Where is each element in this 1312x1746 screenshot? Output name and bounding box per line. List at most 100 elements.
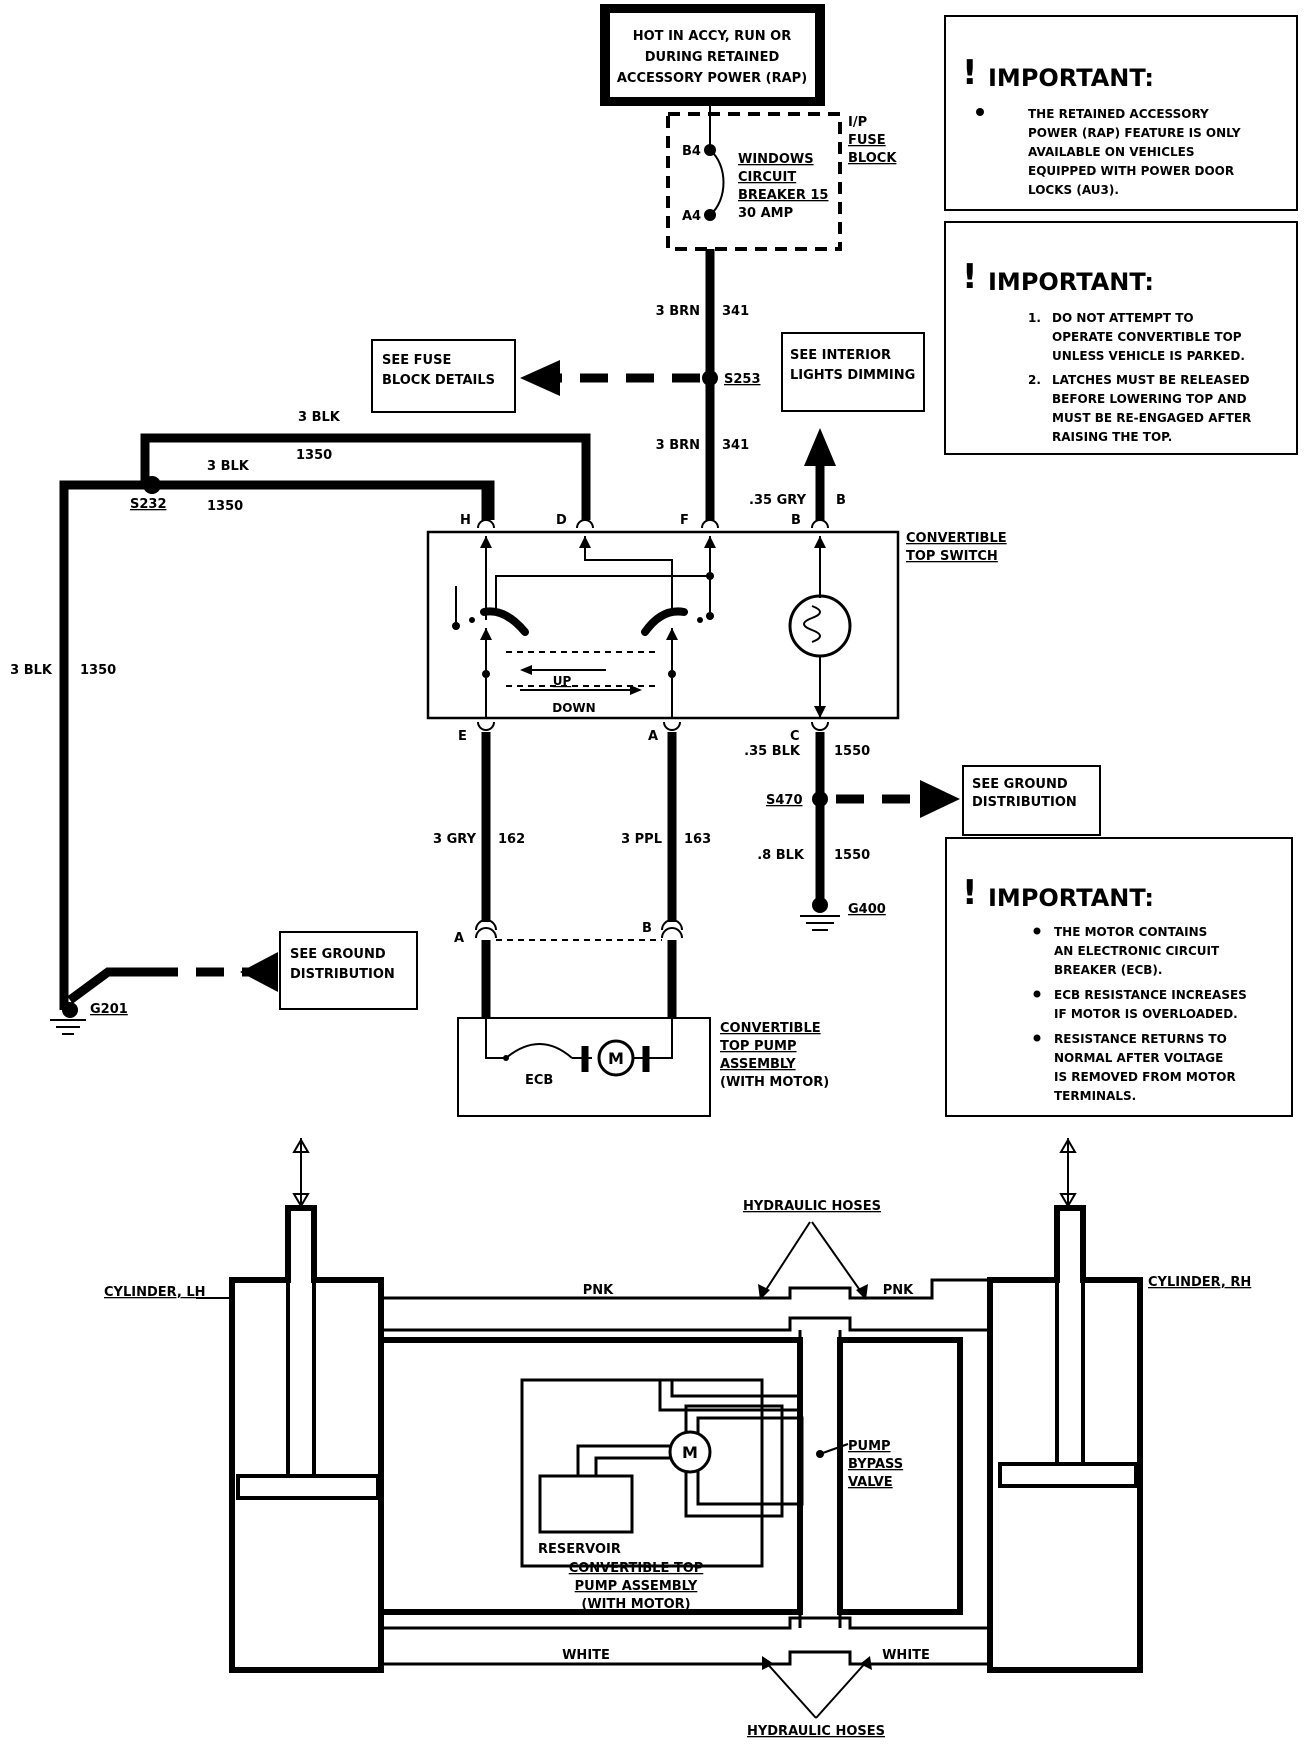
blk-8-num: 1550 [834, 848, 870, 863]
pin-d: D [556, 513, 567, 528]
convertible-top-switch: H D F B UP DOWN [426, 485, 1007, 744]
cylinder-rh-piston [998, 1462, 1138, 1488]
important-3-heading: IMPORTANT: [988, 884, 1154, 912]
svg-text:IF MOTOR IS OVERLOADED.: IF MOTOR IS OVERLOADED. [1054, 1007, 1238, 1021]
fuse-block-line-2: FUSE [848, 133, 886, 148]
svg-text:1.: 1. [1028, 311, 1041, 325]
ground-left-line-1: SEE GROUND [290, 947, 386, 962]
pin-b: B [791, 513, 801, 528]
svg-text:RAISING THE TOP.: RAISING THE TOP. [1052, 430, 1172, 444]
hoses-top-label: HYDRAULIC HOSES [743, 1199, 881, 1214]
pin-e: E [458, 729, 467, 744]
wire-blk-1550: .35 BLK 1550 .8 BLK 1550 S470 SEE GROUND… [744, 732, 1101, 931]
breaker-line-3: BREAKER 15 [738, 188, 828, 203]
pin-f: F [680, 513, 689, 528]
pump-pin-a: A [454, 931, 464, 946]
bypass-line-3: VALVE [848, 1475, 893, 1490]
svg-text:THE MOTOR CONTAINS: THE MOTOR CONTAINS [1054, 925, 1207, 939]
wire-gry-162: 3 GRY 162 [433, 732, 525, 922]
wire-ppl-163: 3 PPL 163 [621, 732, 711, 922]
important-1-heading: IMPORTANT: [988, 64, 1154, 92]
pump-ecb-label: ECB [525, 1073, 553, 1088]
splice-s232: S232 [130, 497, 167, 512]
important-box-3: ! IMPORTANT: THE MOTOR CONTAINS AN ELECT… [945, 837, 1293, 1117]
hydraulic-motor-label: M [682, 1443, 698, 1462]
reservoir-label: RESERVOIR [538, 1542, 621, 1557]
blk-left-num: 1350 [80, 663, 116, 678]
blk-lower-color: 3 BLK [207, 459, 250, 474]
important-box-2: ! IMPORTANT: 1. DO NOT ATTEMPT TO OPERAT… [944, 221, 1298, 455]
blk-c-color: .35 BLK [744, 744, 801, 759]
cylinder-lh-piston [236, 1474, 380, 1500]
switch-up-label: UP [553, 674, 572, 688]
svg-text:THE RETAINED ACCESSORY: THE RETAINED ACCESSORY [1028, 107, 1209, 121]
cylinder-rh-label: CYLINDER, RH [1148, 1275, 1251, 1290]
ppl163-color: 3 PPL [621, 832, 662, 847]
blk-lower-num: 1350 [207, 499, 243, 514]
important-3-excl: ! [962, 873, 978, 913]
important-2-heading: IMPORTANT: [988, 268, 1154, 296]
blk-left-color: 3 BLK [10, 663, 53, 678]
switch-title-1: CONVERTIBLE [906, 531, 1007, 546]
breaker-line-4: 30 AMP [738, 206, 793, 221]
pnk-right-label: PNK [883, 1283, 914, 1298]
pump-title-2: TOP PUMP [720, 1039, 797, 1054]
breaker-line-1: WINDOWS [738, 152, 814, 167]
pump-title-4: (WITH MOTOR) [720, 1075, 829, 1090]
ground-g201-label: G201 [90, 1002, 128, 1017]
svg-text:OPERATE CONVERTIBLE TOP: OPERATE CONVERTIBLE TOP [1052, 330, 1242, 344]
svg-text:MUST BE RE-ENGAGED AFTER: MUST BE RE-ENGAGED AFTER [1052, 411, 1251, 425]
pump-assembly: A B M ECB CONVERTIBLE TOP PUMP ASSEMBLY … [454, 919, 829, 1117]
fuse-details-ref: SEE FUSE BLOCK DETAILS [371, 339, 700, 413]
cylinder-lh-rod [286, 1206, 316, 1478]
svg-text:LOCKS (AU3).: LOCKS (AU3). [1028, 183, 1119, 197]
ground-g201: G201 SEE GROUND DISTRIBUTION [50, 931, 418, 1035]
hot-line-1: HOT IN ACCY, RUN OR [633, 29, 791, 44]
gry162-num: 162 [498, 832, 525, 847]
cylinder-lh-label: CYLINDER, LH [104, 1285, 206, 1300]
splice-s470-dot [812, 791, 828, 807]
hoses-bottom-label: HYDRAULIC HOSES [747, 1724, 885, 1739]
svg-text:TERMINALS.: TERMINALS. [1054, 1089, 1136, 1103]
interior-lights-ref: SEE INTERIOR LIGHTS DIMMING [781, 332, 925, 412]
fuse-block: B4 A4 WINDOWS CIRCUIT BREAKER 15 30 AMP … [666, 106, 897, 251]
ground-right-line-2: DISTRIBUTION [972, 795, 1077, 810]
svg-text:LATCHES MUST BE RELEASED: LATCHES MUST BE RELEASED [1052, 373, 1250, 387]
gry-b-color: .35 GRY [749, 493, 807, 508]
svg-text:BREAKER (ECB).: BREAKER (ECB). [1054, 963, 1162, 977]
hydraulic-motor-symbol [668, 1430, 712, 1474]
svg-text:2.: 2. [1028, 373, 1041, 387]
pump-pin-b: B [642, 921, 652, 936]
pump-title-3: ASSEMBLY [720, 1057, 796, 1072]
bypass-line-2: BYPASS [848, 1457, 903, 1472]
cylinder-rh-rod [1055, 1206, 1085, 1466]
pin-b4: B4 [682, 144, 701, 159]
svg-text:NORMAL AFTER VOLTAGE: NORMAL AFTER VOLTAGE [1054, 1051, 1223, 1065]
splice-s232-dot [143, 476, 161, 494]
white-right-label: WHITE [882, 1648, 930, 1663]
ppl163-num: 163 [684, 832, 711, 847]
blk-upper-num: 1350 [296, 448, 332, 463]
svg-text:UNLESS VEHICLE IS PARKED.: UNLESS VEHICLE IS PARKED. [1052, 349, 1245, 363]
svg-text:DO NOT ATTEMPT TO: DO NOT ATTEMPT TO [1052, 311, 1194, 325]
svg-text:RESISTANCE RETURNS TO: RESISTANCE RETURNS TO [1054, 1032, 1227, 1046]
blk-8-color: .8 BLK [757, 848, 805, 863]
svg-text:IS REMOVED FROM MOTOR: IS REMOVED FROM MOTOR [1054, 1070, 1236, 1084]
important-1-excl: ! [962, 53, 978, 93]
pin-h: H [460, 513, 471, 528]
svg-text:ECB RESISTANCE INCREASES: ECB RESISTANCE INCREASES [1054, 988, 1247, 1002]
hot-line-2: DURING RETAINED [645, 50, 780, 65]
svg-text:EQUIPPED WITH POWER DOOR: EQUIPPED WITH POWER DOOR [1028, 164, 1234, 178]
gry-b-pin: B [836, 493, 846, 508]
svg-text:POWER (RAP) FEATURE IS ONLY: POWER (RAP) FEATURE IS ONLY [1028, 126, 1241, 140]
wire-brn-341: 3 BRN 341 3 BRN 341 S253 [656, 249, 761, 520]
blk-c-num: 1550 [834, 744, 870, 759]
splice-s253: S253 [724, 372, 761, 387]
pin-c: C [790, 729, 800, 744]
interior-lights-line-2: LIGHTS DIMMING [790, 368, 915, 383]
hot-power-box: HOT IN ACCY, RUN OR DURING RETAINED ACCE… [600, 4, 825, 106]
brn-top-color: 3 BRN [656, 304, 700, 319]
fuse-block-line-1: I/P [848, 115, 867, 130]
reservoir [538, 1474, 634, 1534]
